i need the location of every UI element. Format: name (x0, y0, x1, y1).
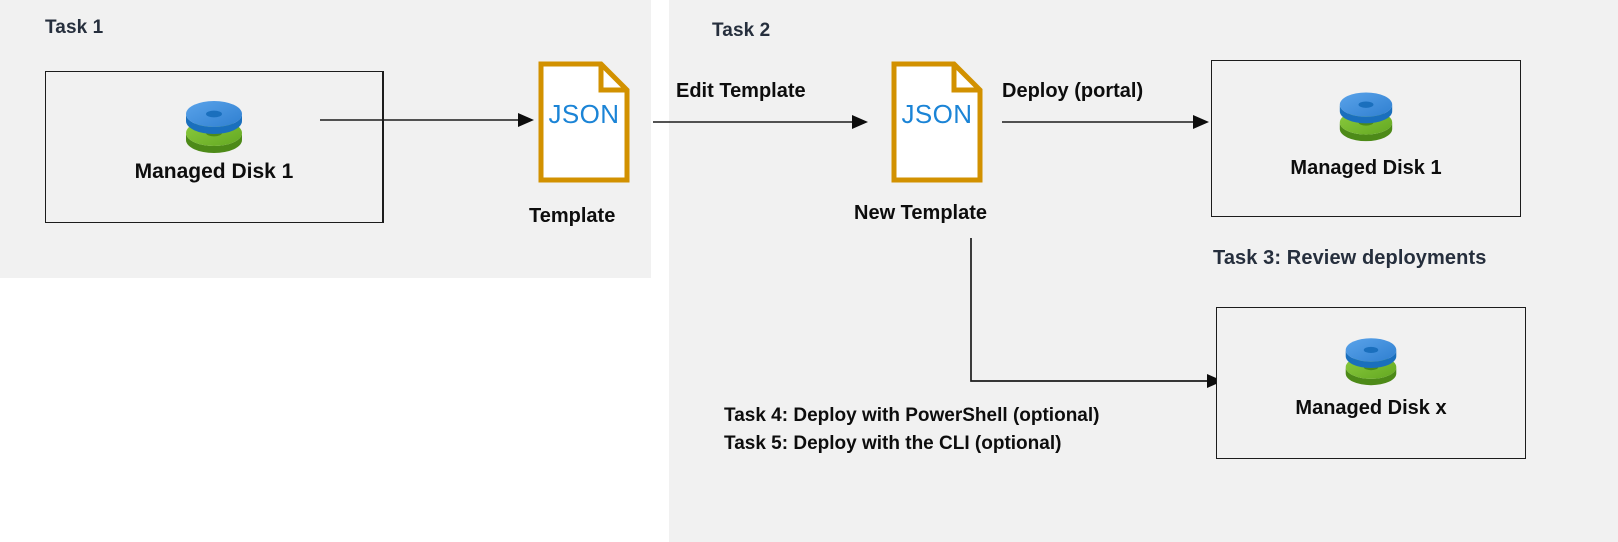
deploy-portal-label: Deploy (portal) (1002, 80, 1144, 102)
task2-heading: Task 2 (712, 20, 771, 41)
task1-heading: Task 1 (45, 17, 104, 38)
managed-disk-icon (183, 95, 245, 158)
managed-disk-1-deployed-label: Managed Disk 1 (1290, 157, 1442, 179)
json-file-icon: JSON (891, 61, 983, 188)
managed-disk-x-deployed-label: Managed Disk x (1295, 397, 1447, 419)
task3-annotation: Task 3: Review deployments (1213, 247, 1487, 269)
json-file-text: JSON (548, 99, 620, 129)
deploy-scripted-arrow (935, 232, 1225, 407)
managed-disk-icon (1343, 332, 1399, 391)
managed-disk-1-source-label: Managed Disk 1 (134, 160, 294, 183)
managed-disk-1-source-box: Managed Disk 1 (45, 71, 383, 223)
task5-annotation: Task 5: Deploy with the CLI (optional) (724, 433, 1062, 454)
json-file-icon: JSON (538, 61, 630, 188)
managed-disk-x-deployed-box: Managed Disk x (1216, 307, 1526, 459)
task4-annotation: Task 4: Deploy with PowerShell (optional… (724, 405, 1100, 426)
deploy-portal-arrow (1002, 110, 1210, 139)
edit-template-label: Edit Template (676, 80, 806, 102)
export-to-template-arrow (320, 108, 535, 137)
managed-disk-1-deployed-box: Managed Disk 1 (1211, 60, 1521, 217)
edit-template-arrow (653, 110, 869, 139)
new-template-caption: New Template (854, 202, 987, 224)
source-box-right-edge (383, 71, 384, 223)
json-file-text: JSON (901, 99, 973, 129)
managed-disk-icon (1337, 86, 1395, 147)
template-caption: Template (529, 205, 616, 227)
